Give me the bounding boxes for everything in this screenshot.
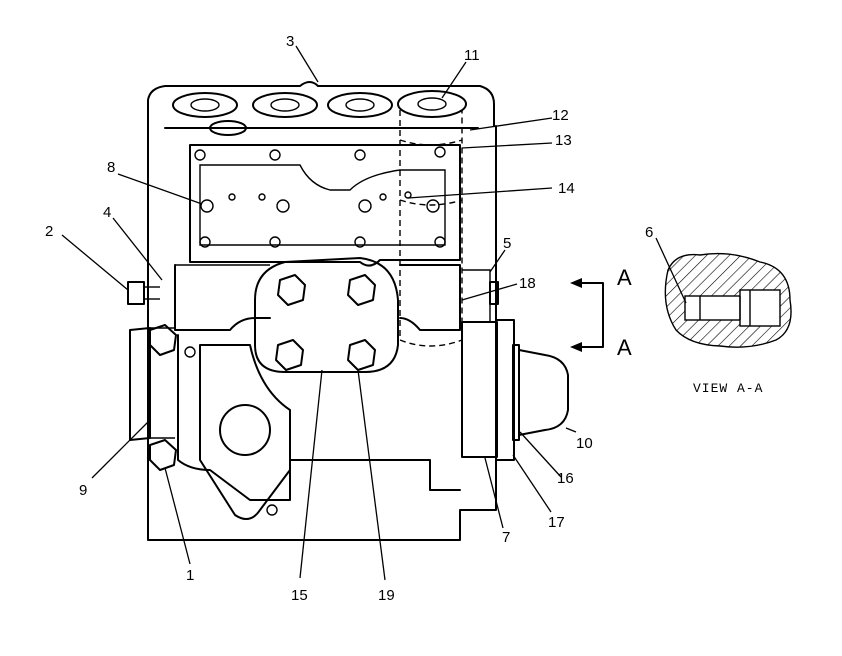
section-marker-top: A — [617, 265, 632, 290]
left-flange — [127, 281, 177, 471]
callout-17: 17 — [548, 514, 565, 531]
hidden-sleeve — [399, 110, 463, 347]
section-arrows — [570, 278, 604, 352]
callout-5: 5 — [503, 235, 511, 252]
callout-7: 7 — [502, 529, 510, 546]
callout-6: 6 — [645, 224, 653, 241]
callout-4: 4 — [103, 204, 111, 221]
drive-shaft-assembly — [461, 269, 569, 461]
view-a-a-detail — [664, 252, 792, 348]
callout-12: 12 — [552, 107, 569, 124]
access-port — [219, 404, 271, 456]
callout-13: 13 — [555, 132, 572, 149]
callout-labels: 1 2 3 4 5 6 7 8 9 10 11 12 13 14 15 16 1… — [45, 33, 653, 604]
section-marker-bottom: A — [617, 335, 632, 360]
callout-8: 8 — [107, 159, 115, 176]
gasket-holes — [194, 146, 446, 248]
left-fitting — [127, 281, 145, 305]
callout-1: 1 — [186, 567, 194, 584]
cover-bolt — [275, 274, 376, 371]
callout-11: 11 — [464, 47, 480, 64]
callout-2: 2 — [45, 223, 53, 240]
callout-10: 10 — [576, 435, 593, 452]
callout-15: 15 — [291, 587, 308, 604]
callout-14: 14 — [558, 180, 575, 197]
pump-housing — [147, 81, 497, 541]
callout-9: 9 — [79, 482, 87, 499]
cover-plate — [254, 257, 399, 373]
gasket-plate — [189, 144, 461, 267]
callout-18: 18 — [519, 275, 536, 292]
valve-bores — [172, 90, 467, 136]
callout-3: 3 — [286, 33, 294, 50]
view-caption: VIEW A-A — [693, 381, 763, 396]
leader-lines — [61, 45, 687, 581]
callout-19: 19 — [378, 587, 395, 604]
callout-16: 16 — [557, 470, 574, 487]
